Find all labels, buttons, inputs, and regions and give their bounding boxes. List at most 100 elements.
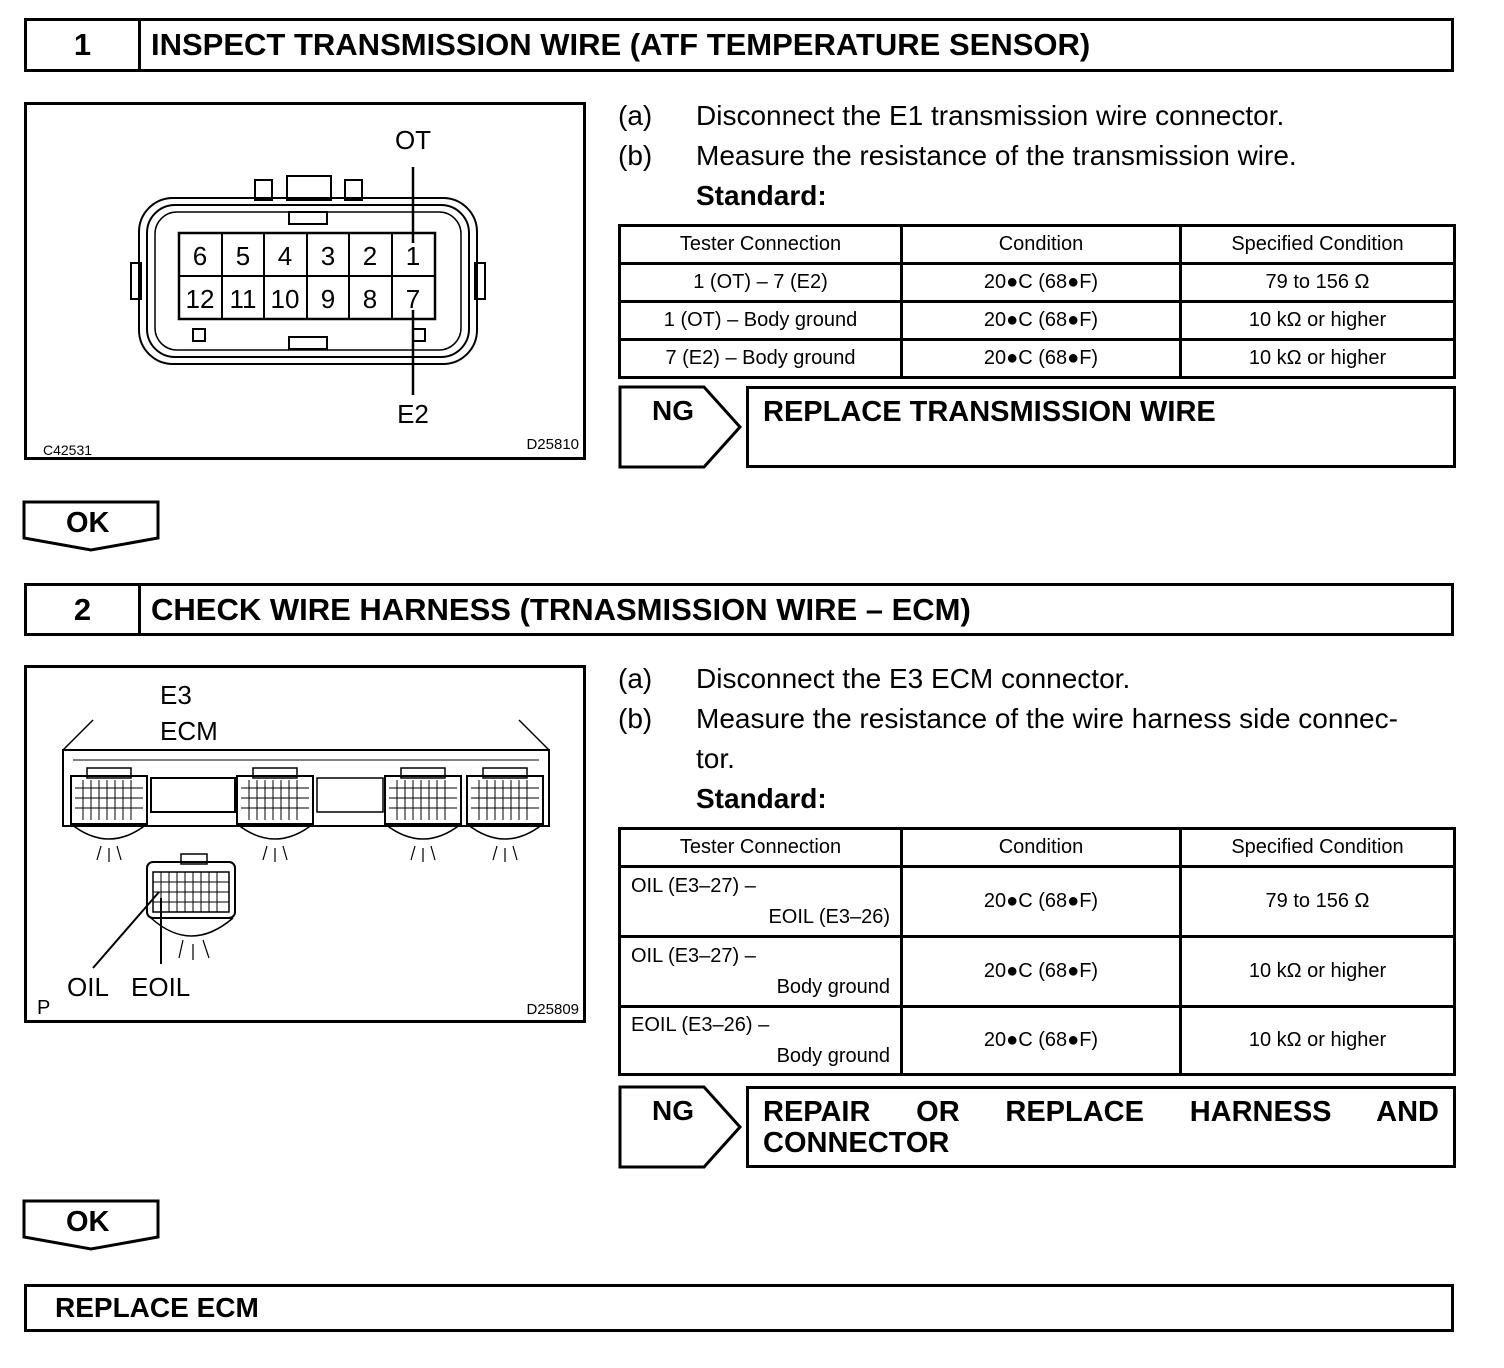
instruction-b: (b) Measure the resistance of the transm… xyxy=(618,136,1297,176)
standard-label: Standard: xyxy=(696,180,827,211)
cell-spec: 79 to 156 Ω xyxy=(1179,262,1456,303)
pin-6: 6 xyxy=(193,241,207,271)
e3-ecm-diagram: E3 ECM xyxy=(37,680,579,1019)
instruction-b-label: (b) xyxy=(618,140,653,171)
table-row: EOIL (E3–26) – Body ground 20●C (68●F) 1… xyxy=(618,1005,1456,1076)
step-2-ng-label: NG xyxy=(652,1095,694,1126)
figure-code-right: D25809 xyxy=(526,1001,579,1018)
pin-1: 1 xyxy=(406,241,420,271)
col-specified-condition: Specified Condition xyxy=(1179,827,1456,868)
atf-sensor-connector-figure: 6 5 4 3 2 1 12 11 10 9 8 7 OT E2 C42531 … xyxy=(24,102,586,460)
step-2-number: 2 xyxy=(27,586,141,633)
cell-condition: 20●C (68●F) xyxy=(900,300,1182,341)
cell-connection-line2: EOIL (E3–26) xyxy=(768,905,890,928)
cell-condition: 20●C (68●F) xyxy=(900,1005,1182,1076)
ecm-connector-a xyxy=(70,767,148,862)
step-1-instructions: (a) Disconnect the E1 transmission wire … xyxy=(618,96,1297,216)
instruction-a: (a) Disconnect the E3 ECM connector. xyxy=(618,659,1398,699)
cell-connection-line1: OIL (E3–27) – xyxy=(631,944,756,967)
ecm-empty-slot xyxy=(150,777,236,813)
ok-tab-shape xyxy=(22,1199,160,1251)
cell-connection-line2: Body ground xyxy=(776,1044,890,1067)
cell-connection-line1: OIL (E3–27) – xyxy=(631,874,756,897)
pin-4: 4 xyxy=(278,241,292,271)
table-row: 1 (OT) – Body ground 20●C (68●F) 10 kΩ o… xyxy=(618,300,1456,341)
pin-10: 10 xyxy=(271,284,300,314)
cell-spec: 10 kΩ or higher xyxy=(1179,300,1456,341)
step-2-header: 2 CHECK WIRE HARNESS (TRNASMISSION WIRE … xyxy=(24,583,1454,636)
standard-label: Standard: xyxy=(696,783,827,814)
step-2-instructions: (a) Disconnect the E3 ECM connector. (b)… xyxy=(618,659,1398,819)
cell-spec: 10 kΩ or higher xyxy=(1179,1005,1456,1076)
instruction-b-text: Measure the resistance of the wire harne… xyxy=(696,703,1398,734)
table-row: OIL (E3–27) – Body ground 20●C (68●F) 10… xyxy=(618,935,1456,1008)
instruction-b-text: Measure the resistance of the transmissi… xyxy=(696,140,1297,171)
final-action-bar: REPLACE ECM xyxy=(24,1284,1454,1332)
step-2-ok-label: OK xyxy=(66,1206,110,1238)
step-1-header: 1 INSPECT TRANSMISSION WIRE (ATF TEMPERA… xyxy=(24,18,1454,72)
cell-connection-line2: Body ground xyxy=(776,975,890,998)
table-row: 7 (E2) – Body ground 20●C (68●F) 10 kΩ o… xyxy=(618,338,1456,379)
table-header-row: Tester Connection Condition Specified Co… xyxy=(618,827,1456,868)
ot-label: OT xyxy=(395,125,431,155)
oil-leader-line xyxy=(92,891,160,969)
instruction-b-continued: tor. xyxy=(618,739,1398,779)
pin-8: 8 xyxy=(363,284,377,314)
pin-3: 3 xyxy=(321,241,335,271)
step-2-spec-table: Tester Connection Condition Specified Co… xyxy=(618,827,1456,1076)
cell-connection-line1: EOIL (E3–26) – xyxy=(631,1013,770,1036)
instruction-b: (b) Measure the resistance of the wire h… xyxy=(618,699,1398,739)
step-1-number: 1 xyxy=(27,21,141,69)
cell-condition: 20●C (68●F) xyxy=(900,338,1182,379)
ecm-connector-c xyxy=(384,767,462,862)
step-1-ng-label: NG xyxy=(652,395,694,426)
col-condition: Condition xyxy=(900,224,1182,265)
cell-connection: 1 (OT) – Body ground xyxy=(618,300,903,341)
cell-connection: OIL (E3–27) – EOIL (E3–26) xyxy=(618,865,903,938)
e2-label: E2 xyxy=(397,399,429,429)
instruction-a: (a) Disconnect the E1 transmission wire … xyxy=(618,96,1297,136)
step-1-title: INSPECT TRANSMISSION WIRE (ATF TEMPERATU… xyxy=(151,27,1091,62)
col-condition: Condition xyxy=(900,827,1182,868)
step-1-spec-table: Tester Connection Condition Specified Co… xyxy=(618,224,1456,379)
step-1-ng-action: REPLACE TRANSMISSION WIRE xyxy=(746,386,1456,468)
figure-code-left: C42531 xyxy=(43,442,92,457)
cell-connection: 7 (E2) – Body ground xyxy=(618,338,903,379)
ecm-body xyxy=(62,749,550,827)
cell-spec: 10 kΩ or higher xyxy=(1179,338,1456,379)
cell-condition: 20●C (68●F) xyxy=(900,865,1182,938)
ecm-connector-figure: E3 ECM xyxy=(24,665,586,1023)
figure-code-right: D25810 xyxy=(526,436,579,453)
cell-condition: 20●C (68●F) xyxy=(900,262,1182,303)
e3-label: E3 xyxy=(160,680,192,710)
table-header-row: Tester Connection Condition Specified Co… xyxy=(618,224,1456,265)
cell-spec: 79 to 156 Ω xyxy=(1179,865,1456,938)
cell-spec: 10 kΩ or higher xyxy=(1179,935,1456,1008)
pin-11: 11 xyxy=(230,284,257,314)
col-tester-connection: Tester Connection xyxy=(618,827,903,868)
ng-arrow-shape xyxy=(618,385,743,469)
ecm-connector-d xyxy=(466,767,544,862)
figure-code-left: P xyxy=(37,997,50,1019)
e1-connector-diagram: 6 5 4 3 2 1 12 11 10 9 8 7 OT E2 C42531 … xyxy=(43,125,579,457)
pin-9: 9 xyxy=(321,284,335,314)
col-specified-condition: Specified Condition xyxy=(1179,224,1456,265)
table-row: OIL (E3–27) – EOIL (E3–26) 20●C (68●F) 7… xyxy=(618,865,1456,938)
col-tester-connection: Tester Connection xyxy=(618,224,903,265)
eoil-label: EOIL xyxy=(131,972,190,1002)
cell-condition: 20●C (68●F) xyxy=(900,935,1182,1008)
instruction-b-text-2: tor. xyxy=(696,743,735,774)
ecm-label: ECM xyxy=(160,716,218,746)
step-1-ok-label: OK xyxy=(66,507,110,539)
pin-7: 7 xyxy=(406,284,420,314)
cell-connection: 1 (OT) – 7 (E2) xyxy=(618,262,903,303)
cell-connection: EOIL (E3–26) – Body ground xyxy=(618,1005,903,1076)
instruction-a-text: Disconnect the E1 transmission wire conn… xyxy=(696,100,1285,131)
ng-arrow-shape xyxy=(618,1085,743,1169)
instruction-a-label: (a) xyxy=(618,663,653,694)
table-row: 1 (OT) – 7 (E2) 20●C (68●F) 79 to 156 Ω xyxy=(618,262,1456,303)
instruction-a-label: (a) xyxy=(618,100,653,131)
e3-harness-connector xyxy=(146,853,236,960)
instruction-a-text: Disconnect the E3 ECM connector. xyxy=(696,663,1131,694)
pin-5: 5 xyxy=(236,241,250,271)
